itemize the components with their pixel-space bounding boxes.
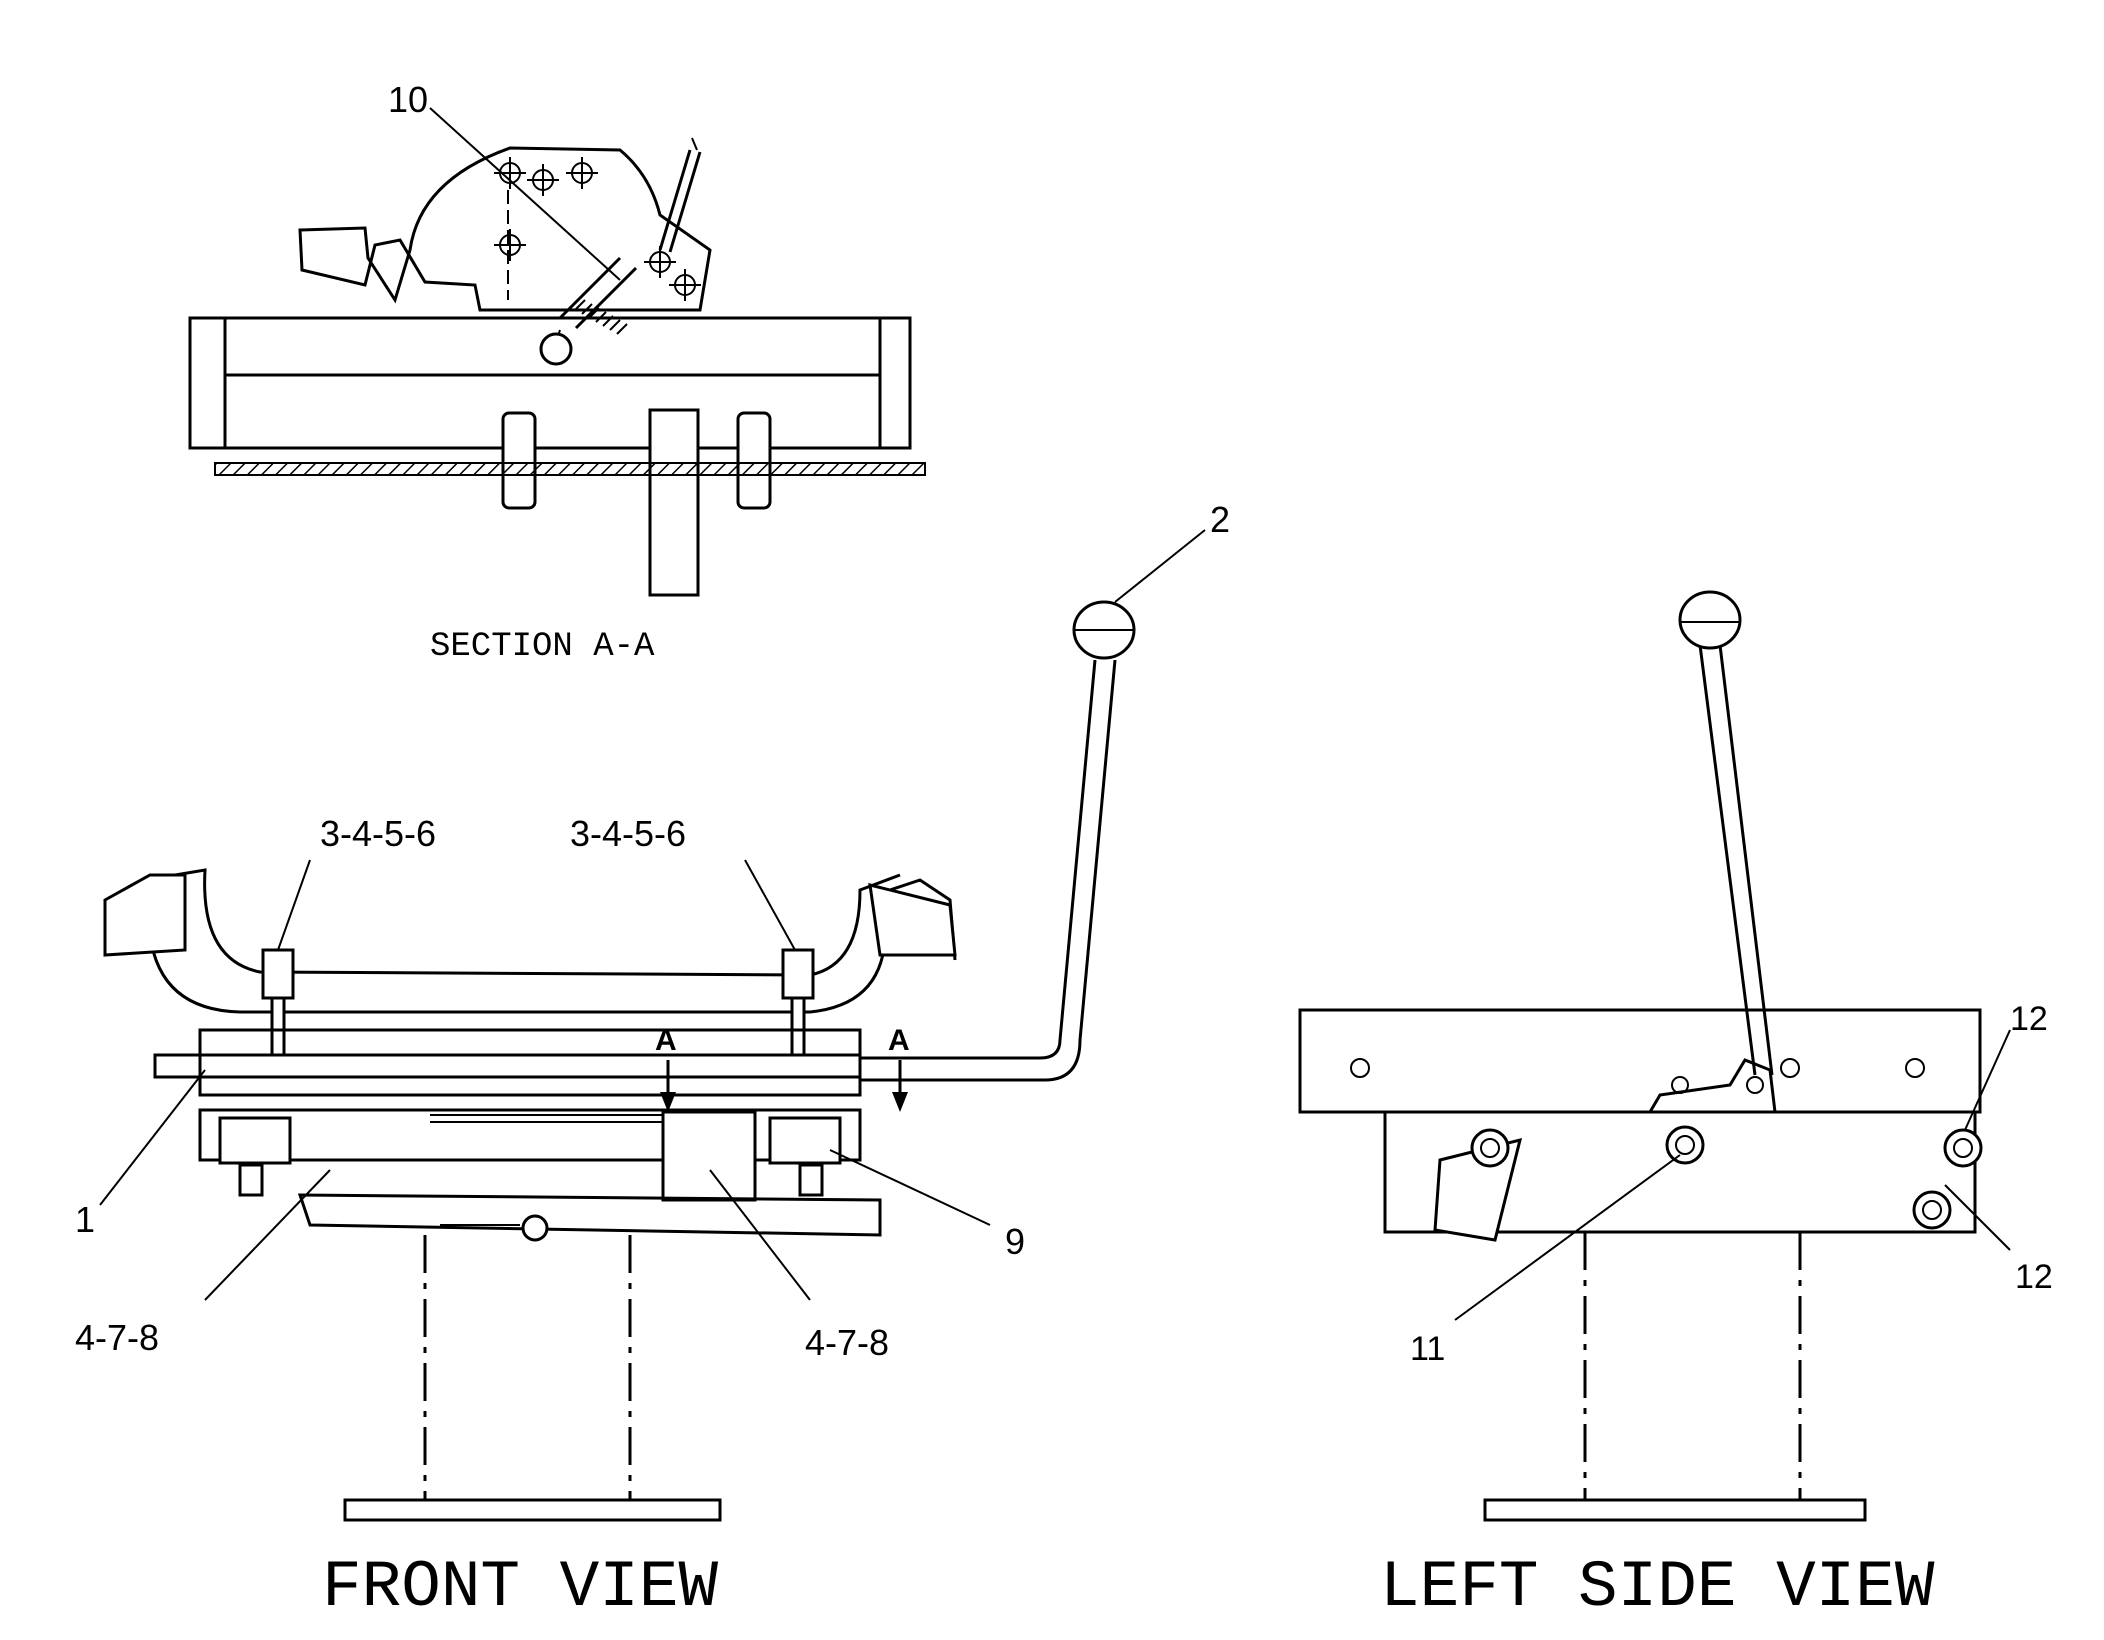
callout-labels: 10 2 3-4-5-6 3-4-5-6 1 9 4-7-8 4-7-8 11 … [75, 79, 2053, 1368]
section-mark-a-right: A [888, 1024, 910, 1057]
callout-4-7-8-left: 4-7-8 [75, 1317, 159, 1358]
pivot-12-bottom [1912, 1190, 1952, 1230]
side-lever [1698, 644, 1757, 1076]
section-a-a-drawing [188, 137, 926, 597]
left-side-view-drawing [1298, 590, 1983, 1522]
bolt-left [261, 948, 295, 1000]
seat-rail [108, 878, 957, 1014]
callout-9: 9 [1005, 1221, 1025, 1262]
lever-2 [860, 659, 1097, 1060]
callout-11: 11 [1410, 1330, 1445, 1368]
bolt-right [781, 948, 815, 1000]
callout-10: 10 [388, 79, 428, 120]
callout-3-4-5-6-left: 3-4-5-6 [320, 813, 436, 854]
callout-12-bottom: 12 [2015, 1258, 2053, 1296]
bracket-holes [494, 157, 701, 301]
callout-4-7-8-right: 4-7-8 [805, 1322, 889, 1363]
callout-2: 2 [1210, 499, 1230, 540]
front-view-drawing [103, 600, 1136, 1522]
base-plate [343, 1498, 722, 1522]
section-title: SECTION A-A [430, 628, 655, 666]
view-titles: SECTION A-A FRONT VIEW LEFT SIDE VIEW [322, 628, 1935, 1625]
front-shaft [153, 1053, 862, 1079]
control-box [661, 1110, 757, 1202]
callout-12-top: 12 [2010, 1000, 2048, 1038]
side-lever-knob [1678, 590, 1742, 650]
section-mark-a-left: A [655, 1024, 677, 1057]
front-view-title: FRONT VIEW [322, 1550, 718, 1625]
rod [658, 149, 692, 251]
front-frame [198, 1028, 862, 1097]
callout-1: 1 [75, 1199, 95, 1240]
pivot-12-top [1943, 1128, 1983, 1168]
floor-plate [214, 462, 926, 476]
pivot-11 [1665, 1125, 1705, 1165]
section-tube [188, 316, 912, 450]
callout-3-4-5-6-right: 3-4-5-6 [570, 813, 686, 854]
left-side-view-title: LEFT SIDE VIEW [1380, 1550, 1935, 1625]
side-frame [1298, 1008, 1982, 1114]
spring-anchor [539, 332, 573, 366]
side-base-plate [1483, 1498, 1867, 1522]
lower-linkage [297, 1193, 882, 1237]
leader-lines [99, 107, 2011, 1321]
spring [554, 256, 638, 346]
